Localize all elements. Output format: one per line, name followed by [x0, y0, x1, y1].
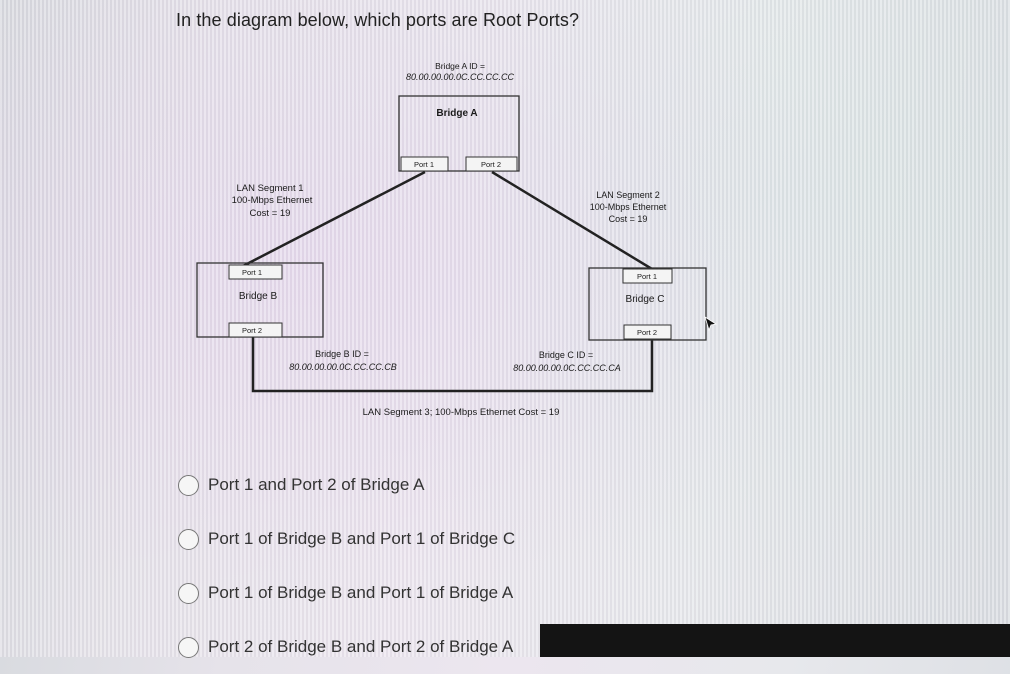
- option-label: Port 2 of Bridge B and Port 2 of Bridge …: [208, 637, 514, 656]
- bridge-b-port2-label: Port 2: [242, 326, 262, 335]
- bridge-b-label: Bridge B: [239, 291, 278, 302]
- segment2-name: LAN Segment 2: [596, 190, 660, 200]
- bridge-c-box: [588, 267, 707, 341]
- bridge-a-port1-label: Port 1: [414, 160, 434, 169]
- bridge-b-id-label: Bridge B ID =: [315, 349, 369, 359]
- segment2-link: [491, 170, 653, 271]
- option-3[interactable]: Port 1 of Bridge B and Port 1 of Bridge …: [178, 566, 515, 620]
- bridge-a-id-label: Bridge A ID =: [435, 61, 485, 71]
- bridge-b-id-value: 80.00.00.00.0C.CC.CC.CB: [289, 362, 397, 372]
- option-label: Port 1 of Bridge B and Port 1 of Bridge …: [208, 529, 516, 548]
- bridge-c-id-value: 80.00.00.00.0C.CC.CC.CA: [513, 363, 621, 373]
- option-label: Port 1 of Bridge B and Port 1 of Bridge …: [208, 583, 514, 602]
- bridge-a-port1-box: [400, 156, 449, 172]
- segment3-label: LAN Segment 3; 100-Mbps Ethernet Cost = …: [363, 407, 560, 418]
- bridge-c-port1-box: [622, 268, 673, 284]
- bridge-a-port2-box: [465, 156, 518, 172]
- option-1[interactable]: Port 1 and Port 2 of Bridge A: [178, 458, 515, 512]
- segment1-cost: Cost = 19: [250, 208, 291, 219]
- bridge-a-id-value: 80.00.00.00.0C.CC.CC.CC: [406, 72, 515, 82]
- mouse-cursor-icon: [704, 316, 718, 332]
- segment1-name: LAN Segment 1: [236, 183, 303, 194]
- bridge-c-id-label: Bridge C ID =: [539, 350, 593, 360]
- bridge-c-port2-label: Port 2: [637, 328, 657, 337]
- bridge-a-label: Bridge A: [436, 108, 477, 119]
- option-2[interactable]: Port 1 of Bridge B and Port 1 of Bridge …: [178, 512, 515, 566]
- segment2-type: 100-Mbps Ethernet: [590, 202, 667, 212]
- radio-button[interactable]: [178, 636, 199, 658]
- option-label: Port 1 and Port 2 of Bridge A: [208, 475, 425, 494]
- segment1-type: 100-Mbps Ethernet: [232, 195, 313, 206]
- network-diagram: Bridge A ID = 80.00.00.00.0C.CC.CC.CC Br…: [196, 61, 707, 418]
- bridge-c-port2-box: [623, 324, 672, 340]
- bridge-b-port1-box: [228, 264, 283, 280]
- option-4[interactable]: Port 2 of Bridge B and Port 2 of Bridge …: [178, 620, 515, 674]
- answer-options: Port 1 and Port 2 of Bridge A Port 1 of …: [178, 458, 515, 674]
- bridge-b-port1-label: Port 1: [242, 268, 262, 277]
- bridge-a-port2-label: Port 2: [481, 160, 501, 169]
- segment3-link: [251, 335, 654, 393]
- radio-button[interactable]: [178, 582, 199, 604]
- segment1-link: [242, 170, 426, 268]
- bridge-a-box: [398, 95, 520, 172]
- question-text: In the diagram below, which ports are Ro…: [176, 10, 580, 30]
- radio-button[interactable]: [178, 474, 199, 496]
- radio-button[interactable]: [178, 528, 199, 550]
- monitor-bezel: [540, 624, 1010, 657]
- bridge-c-port1-label: Port 1: [637, 272, 657, 281]
- segment2-cost: Cost = 19: [609, 214, 648, 224]
- bridge-c-label: Bridge C: [626, 294, 665, 305]
- bridge-b-port2-box: [228, 322, 283, 338]
